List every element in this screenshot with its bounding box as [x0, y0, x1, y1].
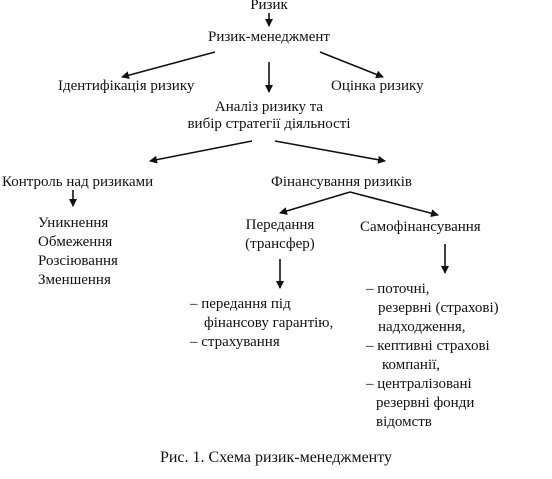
arrow-analysis-to-financing — [274, 140, 386, 164]
arrow-management-to-assessment — [319, 51, 384, 79]
arrow-financing-to-self-financing — [349, 191, 439, 218]
control-measures-list: Уникнення Обмеження Розсіювання Зменшенн… — [38, 214, 118, 290]
self-financing-item: резервні фонди — [376, 395, 475, 411]
node-self-financing: Самофінансування — [360, 219, 481, 235]
control-measure-item: Зменшення — [38, 272, 111, 288]
node-analysis-line2: вибір стратегії діяльності — [187, 116, 351, 132]
node-risk-control: Контроль над ризиками — [2, 174, 154, 190]
control-measure-item: Розсіювання — [38, 253, 118, 269]
transfer-item: фінансову гарантію, — [204, 315, 334, 331]
node-risk-financing: Фінансування ризиків — [271, 174, 412, 190]
self-financing-item: – централізовані — [366, 376, 472, 392]
self-financing-item: – кептивні страхові — [366, 338, 490, 354]
self-financing-items-list: – поточні, резервні (страхові) надходжен… — [366, 280, 499, 432]
arrow-financing-to-transfer — [279, 191, 351, 215]
node-risk-management: Ризик-менеджмент — [208, 29, 330, 45]
node-analysis-line1: Аналіз ризику та — [214, 99, 324, 115]
transfer-items-list: – передання під фінансову гарантію, – ст… — [190, 295, 333, 352]
node-transfer-line1: Передання — [245, 217, 315, 233]
node-transfer-line2: (трансфер) — [245, 236, 315, 252]
figure-caption: Рис. 1. Схема ризик-менеджменту — [159, 449, 393, 466]
node-risk: Ризик — [250, 0, 288, 13]
control-measure-item: Обмеження — [38, 234, 113, 250]
node-risk-identification: Ідентифікація ризику — [58, 78, 195, 94]
node-risk-assessment: Оцінка ризику — [331, 78, 424, 94]
self-financing-item: резервні (страхові) — [378, 300, 499, 316]
transfer-item: – страхування — [190, 334, 280, 350]
arrow-management-to-identification — [121, 51, 216, 80]
self-financing-item: надходження, — [378, 319, 466, 335]
control-measure-item: Уникнення — [38, 215, 109, 231]
transfer-item: – передання під — [190, 296, 291, 312]
self-financing-item: компанії, — [382, 357, 441, 373]
self-financing-item: відомств — [376, 414, 432, 430]
self-financing-item: – поточні, — [366, 281, 430, 297]
arrow-analysis-to-control — [149, 140, 253, 164]
